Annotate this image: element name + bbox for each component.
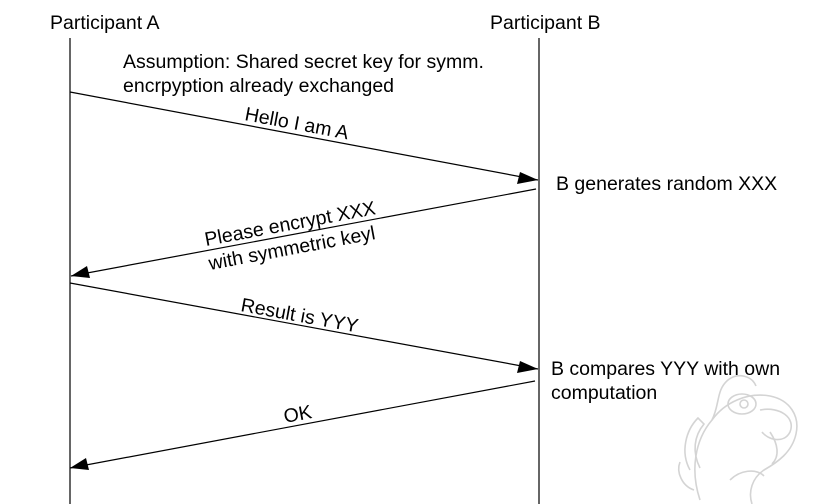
arrow-hello-line — [69, 91, 539, 181]
note-compare-line-2: computation — [551, 382, 657, 404]
assumption-line-1: Assumption: Shared secret key for symm. — [123, 51, 484, 73]
arrow-encrypt-head — [71, 266, 90, 278]
arrow-ok-head — [70, 458, 89, 470]
message-hello: Hello I am A — [243, 103, 350, 144]
arrow-hello-head — [517, 172, 538, 184]
message-result: Result is YYY — [239, 294, 360, 337]
arrow-ok-line — [69, 380, 536, 469]
parrot-mascot-icon — [678, 374, 798, 504]
note-compare-line-1: B compares YYY with own — [551, 358, 780, 380]
participant-b-label: Participant B — [490, 12, 601, 34]
note-generate: B generates random XXX — [556, 173, 777, 195]
arrow-result-head — [517, 361, 538, 373]
message-ok: OK — [282, 401, 314, 428]
arrow-encrypt-line — [70, 188, 537, 277]
arrow-result-line — [69, 282, 539, 370]
assumption-line-2: encrpyption already exchanged — [123, 75, 394, 97]
participant-a-label: Participant A — [50, 12, 159, 34]
